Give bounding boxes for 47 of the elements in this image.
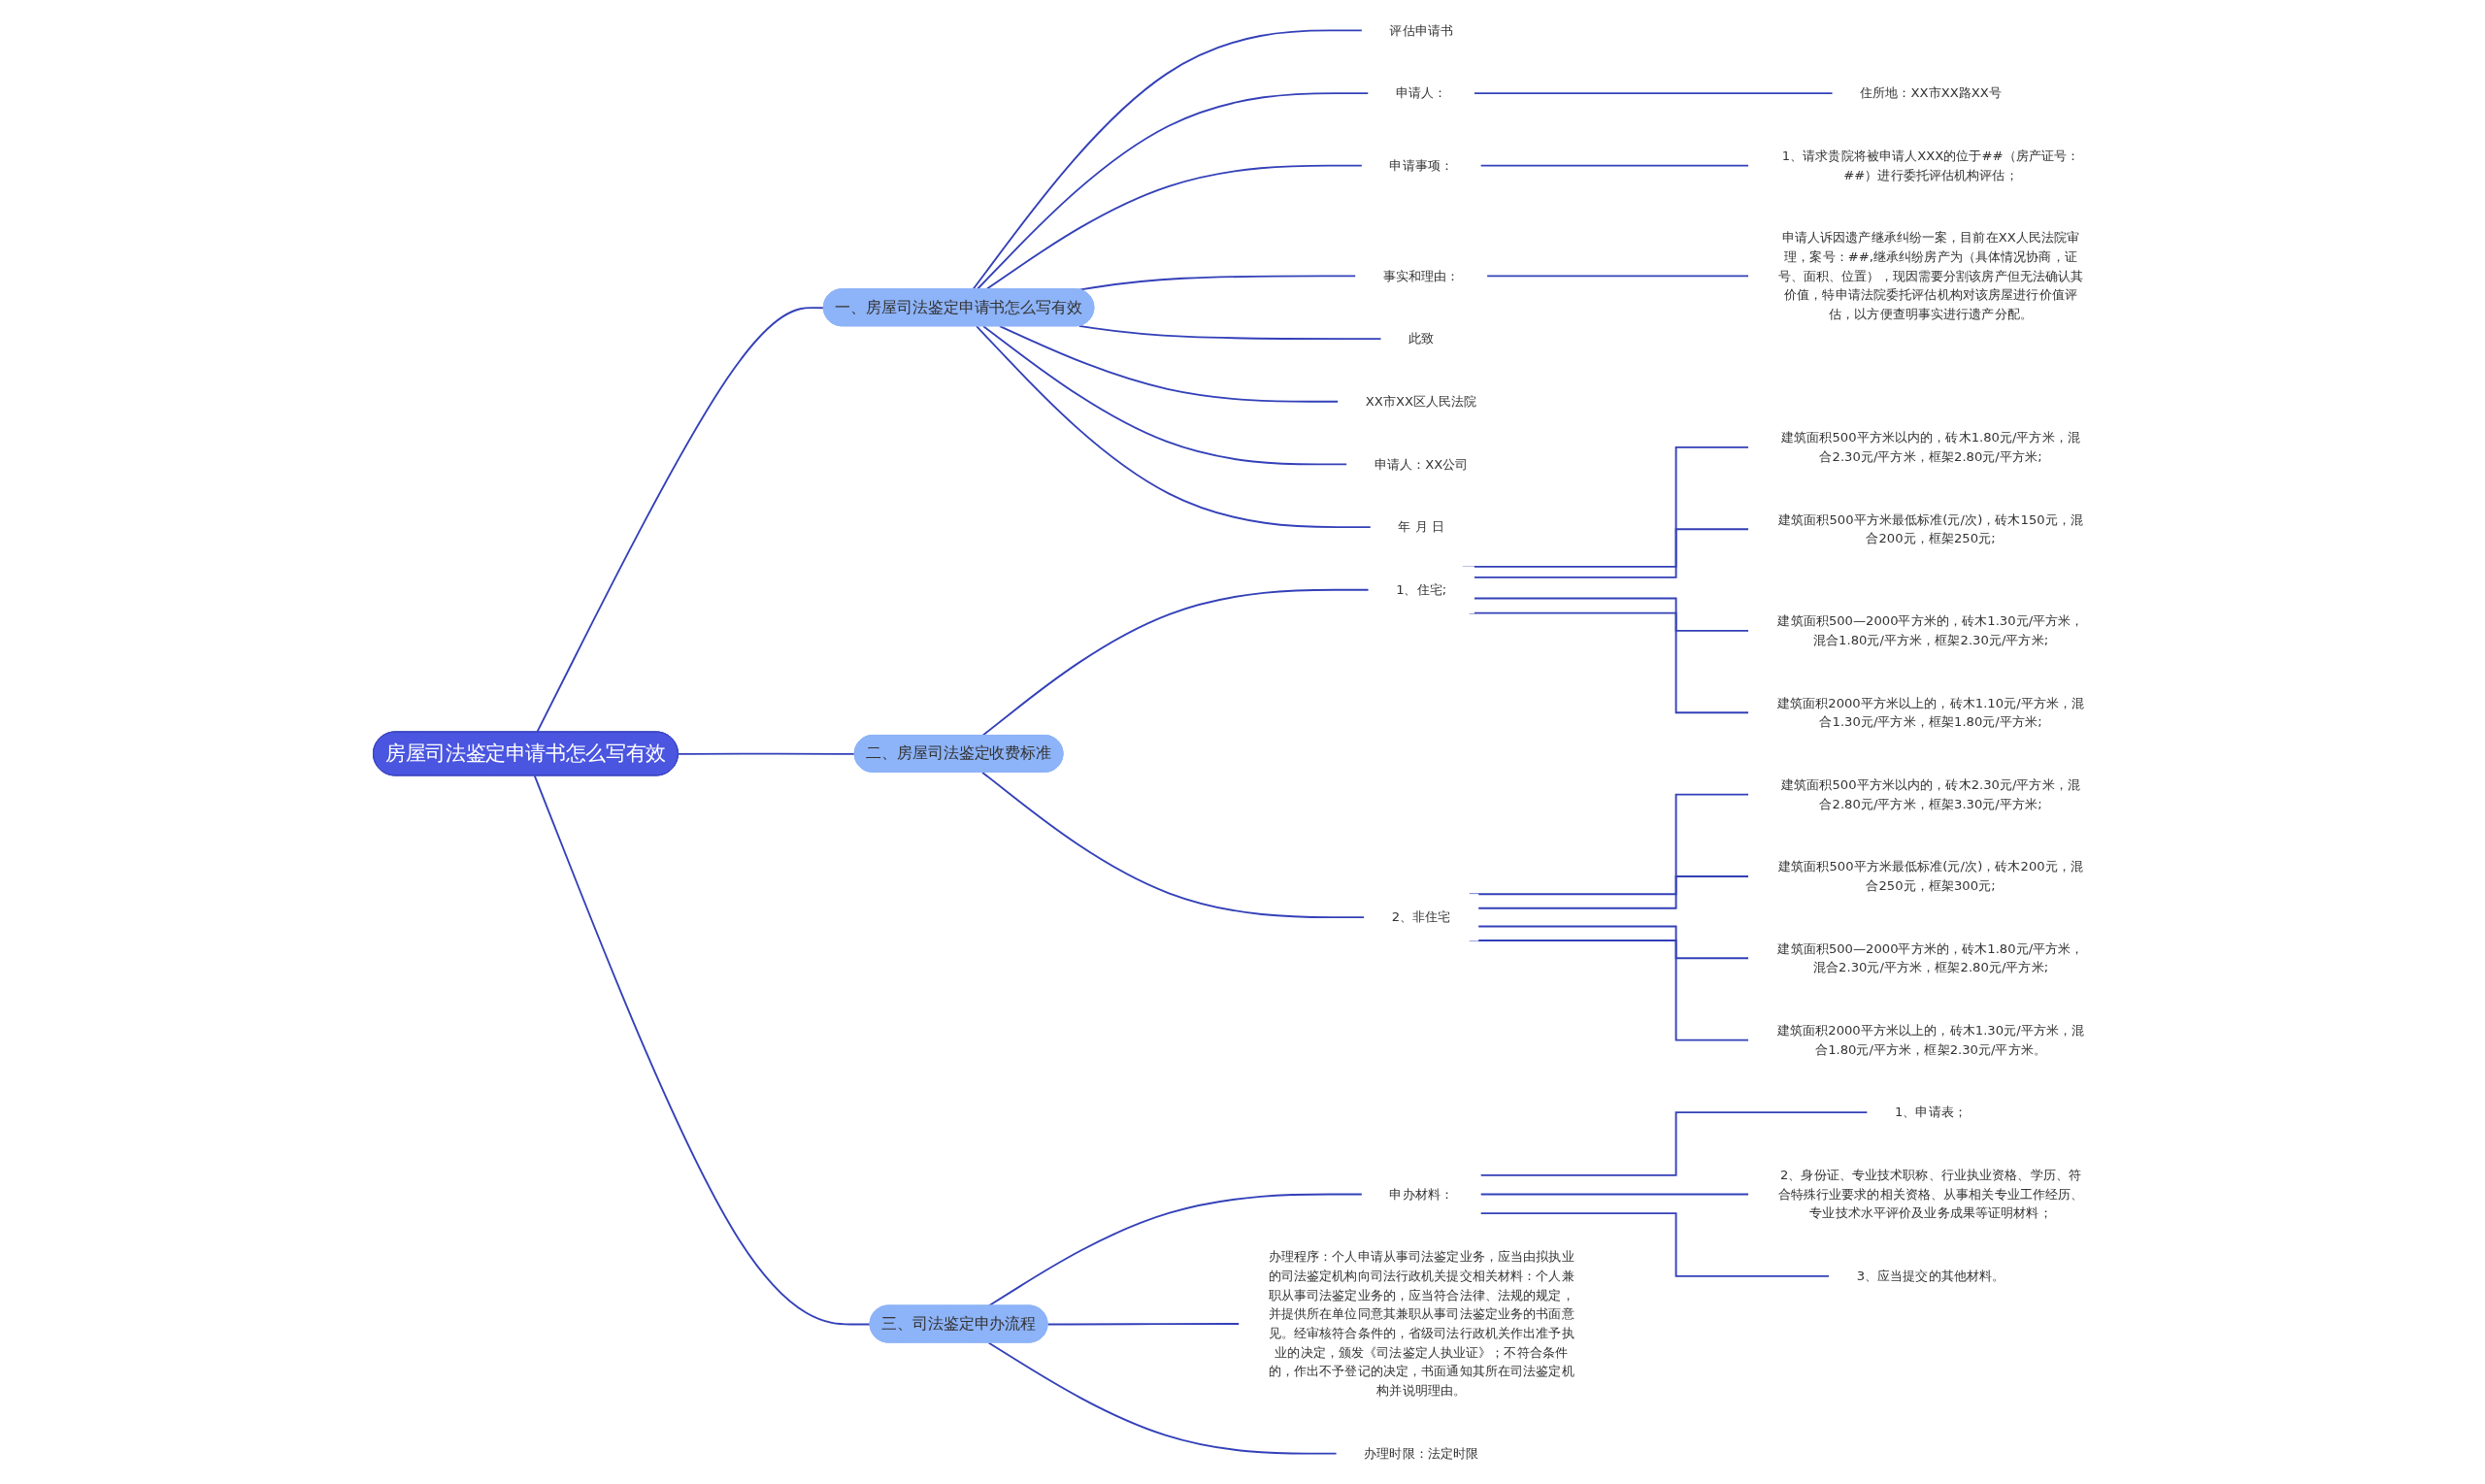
node-text: 建筑面积500平方米最低标准(元/次)，砖木150元，混合200元，框架250元;: [1777, 511, 2083, 546]
node-text: 申请事项：: [1388, 157, 1453, 173]
node-text: XX市XX区人民法院: [1365, 393, 1477, 409]
connector: [1046, 1323, 1241, 1326]
connector: [1478, 1111, 1869, 1176]
connector: [1077, 324, 1382, 341]
node-text: 申请人诉因遗产继承纠纷一案，目前在XX人民法院审理，案号：##,继承纠纷房产为（具体情况协商，证号、面积、位置），现因需要分割该房产但无法确认其价值，特申请法院委托评估机构对该房屋进行价值评估，以方便查明事实进行遗产分配。: [1777, 230, 2083, 321]
node-text: 此致: [1408, 331, 1434, 346]
node-text: 3、应当提交的其他材料。: [1856, 1268, 2005, 1283]
connector: [1472, 597, 1750, 632]
connector: [1476, 925, 1750, 960]
node-text: 建筑面积500平方米最低标准(元/次)，砖木200元，混合250元，框架300元;: [1777, 859, 2083, 893]
node-text: 年 月 日: [1397, 519, 1444, 535]
connector: [1473, 92, 1834, 94]
node-text: 申办材料：: [1388, 1186, 1453, 1202]
connector: [1476, 875, 1750, 909]
connector: [981, 325, 1348, 466]
node-text: 事实和理由：: [1382, 268, 1460, 283]
connector: [1478, 1193, 1750, 1196]
node-text: 建筑面积2000平方米以上的，砖木1.30元/平方米，混合1.80元/平方米，框架2.30元/平方米。: [1776, 1022, 2084, 1057]
node-text: 建筑面积500平方米以内的，砖木1.80元/平方米，混合2.30元/平方米，框架2.80元/平方米;: [1780, 430, 2080, 464]
connector: [980, 588, 1370, 737]
connector: [975, 325, 1372, 529]
node-text: 申请人：: [1395, 85, 1446, 101]
connector: [971, 29, 1363, 291]
node-text: 评估申请书: [1388, 22, 1453, 38]
node-text: 建筑面积2000平方米以上的，砖木1.10元/平方米，混合1.30元/平方米，框架1.80元/平方米;: [1776, 695, 2084, 730]
connector: [984, 164, 1363, 291]
node-text: 2、身份证、专业技术职称、行业执业资格、学历、符合特殊行业要求的相关资格、从事相关专业工作经历、专业技术水平评价及业务成果等证明材料；: [1777, 1167, 2083, 1221]
node-text: 申请人：XX公司: [1374, 456, 1469, 472]
node-text: 建筑面积500—2000平方米的，砖木1.30元/平方米，混合1.80元/平方米，框架2.30元/平方米;: [1776, 613, 2084, 647]
node-text: 住所地：XX市XX路XX号: [1859, 85, 2002, 101]
node-text: 办理程序：个人申请从事司法鉴定业务，应当由拟执业的司法鉴定机构向司法行政机关提交相关材料：个人兼职从事司法鉴定业务的，应当符合法律、法规的规定，并提供所在单位同意其兼职从事司法鉴定业务的书面意见。经审核符合条件的，省级司法行政机关作出准予执业的决定，颁发《司法鉴定人执业证》；不符合条件的，作出不予登记的决定，书面通知其所在司法鉴定机构并说明理由。: [1268, 1249, 1574, 1398]
connector: [998, 325, 1340, 403]
connector: [987, 1341, 1338, 1455]
node-text: 1、请求贵院将被申请人XXX的位于##（房产证号：##）进行委托评估机构评估；: [1781, 148, 2079, 182]
connector: [1478, 1212, 1830, 1277]
node-text: 办理时限：法定时限: [1363, 1445, 1478, 1461]
connector: [1478, 164, 1750, 167]
connector: [1485, 275, 1750, 278]
node-text: 1、申请表；: [1894, 1105, 1967, 1120]
node-text: 建筑面积500平方米以内的，砖木2.30元/平方米，混合2.80元/平方米，框架3.30元/平方米;: [1780, 776, 2080, 811]
connector: [987, 1193, 1363, 1307]
node-text: 建筑面积500—2000平方米的，砖木1.80元/平方米，混合2.30元/平方米，框架2.80元/平方米;: [1776, 940, 2084, 975]
connector: [980, 771, 1366, 919]
connector: [1472, 528, 1750, 578]
connector: [976, 92, 1370, 291]
